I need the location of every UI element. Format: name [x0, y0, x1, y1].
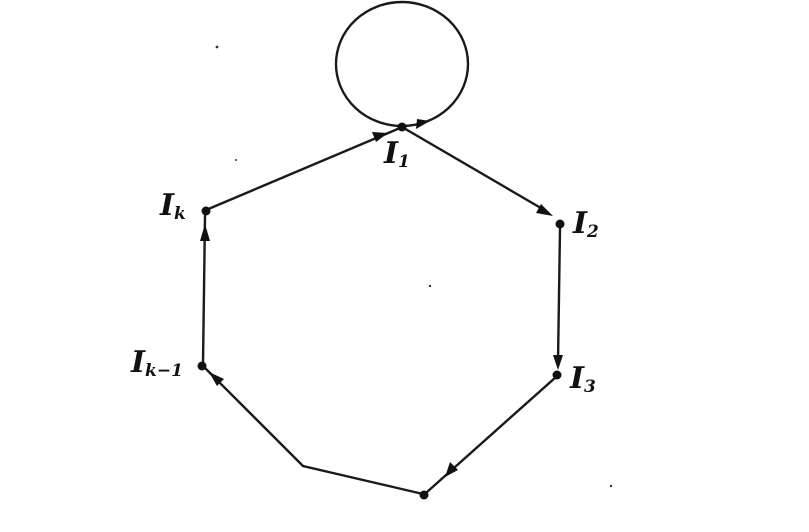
node-i1-subscript: 1: [398, 152, 410, 172]
node-ik-subscript: k: [174, 204, 186, 224]
arrowhead-i2-to-i3: [553, 355, 563, 370]
node-i3-dot: [552, 370, 562, 380]
node-ik-letter: I: [159, 188, 175, 223]
node-i2-letter: I: [572, 206, 588, 241]
node-i2-label: I2: [572, 206, 599, 242]
edge-ik-to-i1: [204, 126, 402, 212]
arrowhead-i3-to-bottom: [445, 462, 458, 477]
node-ik-1-letter: I: [130, 345, 146, 380]
edge-bottom-to-ik-1: [201, 364, 425, 496]
scan-speck: [215, 45, 219, 49]
self-loop-arrowhead: [416, 119, 430, 129]
node-ik-1-dot: [197, 361, 207, 371]
node-i3-letter: I: [569, 361, 585, 396]
node-i1-dot: [397, 122, 407, 132]
arrowhead-ik-to-i1: [372, 132, 388, 142]
node-i2-dot: [555, 219, 565, 229]
node-ik-label: Ik: [159, 188, 186, 224]
node-i2-subscript: 2: [586, 222, 599, 242]
node-ik-dot: [201, 206, 211, 216]
edge-i2-to-i3: [556, 227, 562, 364]
node-i3-subscript: 3: [584, 377, 596, 397]
node-i1-letter: I: [383, 136, 399, 171]
arrowhead-i1-to-i2: [536, 204, 553, 216]
scan-speck: [235, 159, 237, 161]
node-ik-1-label: Ik−1: [130, 345, 183, 381]
node-i3-label: I3: [569, 361, 596, 397]
node-i1-label: I1: [383, 136, 410, 172]
scan-speck: [428, 284, 432, 288]
arrowhead-ik-1-to-ik: [200, 224, 210, 241]
self-loop-edge: [334, 0, 470, 128]
node-ik-1-subscript: k−1: [145, 361, 183, 381]
scan-speck: [609, 484, 613, 488]
arrowhead-bottom-to-ik-1: [209, 372, 224, 386]
edge-i1-to-i2: [400, 125, 548, 213]
node-bottom-dot: [419, 490, 429, 500]
